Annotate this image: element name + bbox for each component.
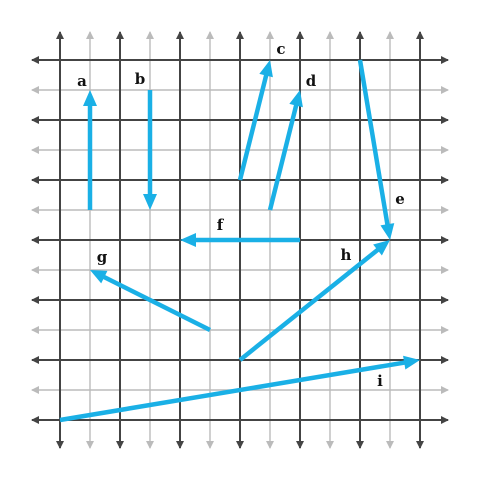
- vector-label-h: h: [341, 246, 352, 264]
- vector-a: [83, 90, 97, 210]
- vector-label-g: g: [97, 248, 108, 266]
- vector-d-arrowhead: [289, 90, 303, 108]
- vector-c-shaft: [237, 73, 269, 181]
- vector-h-shaft: [238, 246, 381, 362]
- vector-i-shaft: [59, 360, 407, 423]
- vector-d: [267, 90, 303, 211]
- vector-a-arrowhead: [83, 90, 97, 106]
- vector-c-arrowhead: [259, 60, 273, 78]
- vector-label-e: e: [395, 190, 405, 208]
- vector-label-f: f: [217, 216, 225, 234]
- vector-e-shaft: [357, 59, 390, 227]
- vector-label-c: c: [276, 40, 285, 58]
- vector-g-shaft: [101, 274, 212, 333]
- vector-label-d: d: [306, 72, 317, 90]
- vector-f: [180, 233, 300, 247]
- vector-f-arrowhead: [180, 233, 196, 247]
- vector-label-b: b: [135, 70, 146, 88]
- vector-c: [237, 60, 273, 181]
- vector-e-arrowhead: [380, 223, 395, 240]
- vector-d-shaft: [267, 103, 299, 211]
- vector-g-arrowhead: [90, 270, 108, 284]
- vector-labels: a b c d e f g h i: [77, 40, 405, 390]
- vector-h: [238, 240, 390, 362]
- vector-e: [357, 59, 395, 240]
- vector-i: [59, 355, 420, 423]
- vector-g: [90, 270, 212, 333]
- vector-h-arrowhead: [373, 240, 390, 256]
- vector-b: [143, 90, 157, 210]
- vector-b-arrowhead: [143, 194, 157, 210]
- vector-layer: [59, 59, 420, 423]
- vector-label-a: a: [77, 72, 87, 90]
- vector-label-i: i: [377, 372, 383, 390]
- vector-i-arrowhead: [403, 355, 420, 370]
